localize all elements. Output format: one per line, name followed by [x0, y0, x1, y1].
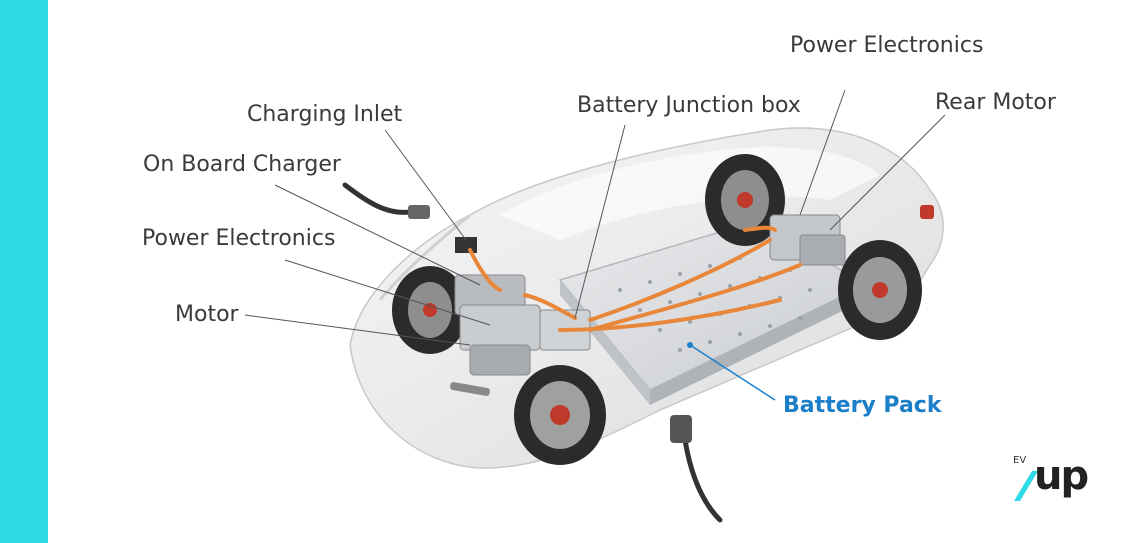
- label-rear-motor: Rear Motor: [935, 90, 1056, 115]
- rear-wheel-left: [705, 154, 785, 246]
- battery-pack-leader: [689, 344, 776, 401]
- logo-mark-icon: [1014, 471, 1038, 501]
- label-power-electronics-rear: Power Electronics: [790, 33, 984, 58]
- headlight: [450, 382, 490, 396]
- label-power-electronics-front: Power Electronics: [142, 226, 336, 251]
- front-components: [454, 237, 591, 376]
- charging-cable-bottom: [670, 415, 723, 523]
- label-on-board-charger: On Board Charger: [143, 152, 341, 177]
- taillight: [920, 205, 934, 219]
- accent-bar: [0, 0, 48, 543]
- front-wheel-left: [392, 266, 468, 354]
- label-battery-junction-box: Battery Junction box: [577, 93, 801, 118]
- label-charging-inlet: Charging Inlet: [247, 102, 403, 127]
- front-wheel-right: [514, 365, 606, 465]
- label-motor: Motor: [175, 302, 239, 327]
- charging-cable-left: [342, 182, 430, 219]
- rear-components: [769, 214, 846, 266]
- label-battery-pack: Battery Pack: [783, 393, 942, 418]
- evup-logo: EV up: [1012, 453, 1112, 505]
- leader-lines: [244, 89, 946, 346]
- hv-cables: [468, 225, 802, 332]
- logo-text: up: [1034, 453, 1089, 499]
- logo-superscript: EV: [1013, 455, 1027, 466]
- rear-wheel-right: [838, 240, 922, 340]
- battery-pack-dot: [687, 342, 693, 348]
